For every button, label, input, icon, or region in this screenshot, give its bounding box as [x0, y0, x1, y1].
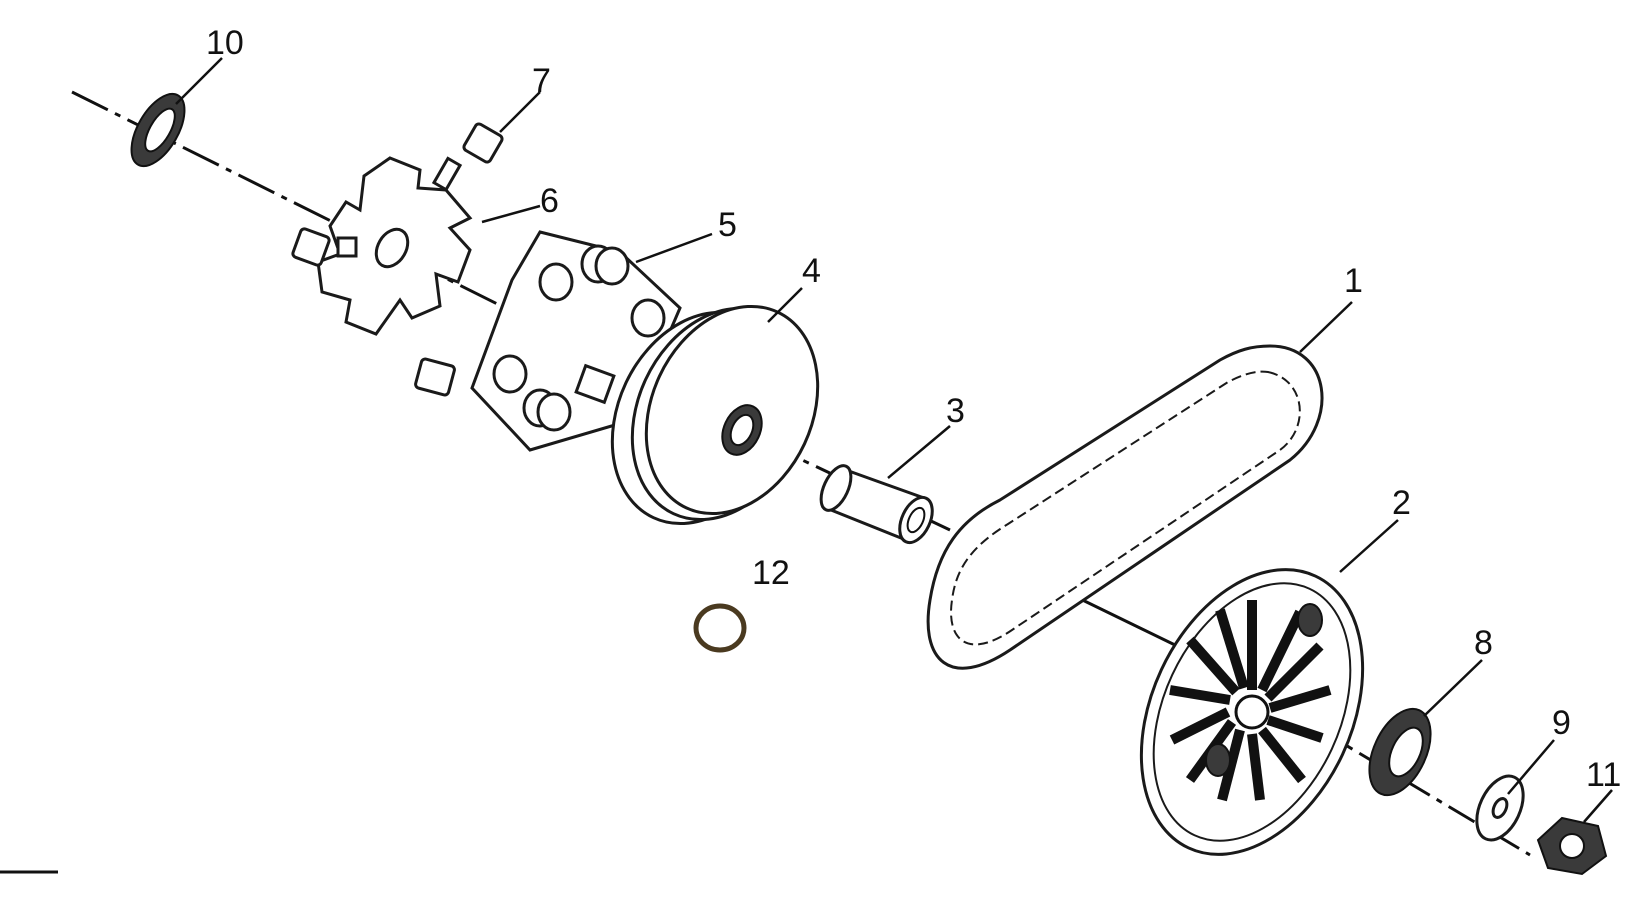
part-3-sleeve	[819, 464, 934, 545]
part-9-washer	[1475, 774, 1525, 842]
callout-12: 12	[752, 554, 790, 592]
part-12-o-ring	[693, 603, 747, 653]
callout-3: 3	[946, 392, 965, 430]
callout-4: 4	[802, 252, 821, 290]
part-4-drive-face	[610, 304, 820, 526]
callout-labels: 10 7 6 5 4 1 3 2 12 8 9 11	[206, 24, 1621, 794]
part-10-oil-seal	[130, 92, 186, 168]
part-7-slider	[462, 122, 504, 164]
callout-7: 7	[532, 62, 551, 100]
part-6-ramp-plate	[316, 156, 473, 336]
pulley-fins	[1169, 600, 1332, 802]
part-2-driven-pulley	[1139, 568, 1365, 856]
callout-2: 2	[1392, 484, 1411, 522]
callout-6: 6	[540, 182, 559, 220]
callout-5: 5	[718, 206, 737, 244]
part-11-hex-nut	[1536, 816, 1608, 876]
callout-1: 1	[1344, 262, 1363, 300]
callout-11: 11	[1586, 756, 1621, 794]
part-8-nut	[1368, 707, 1432, 797]
callout-8: 8	[1474, 624, 1493, 662]
slider-block	[291, 227, 456, 397]
leader-lines	[175, 57, 1613, 823]
weight-roller	[492, 244, 666, 432]
callout-10: 10	[206, 24, 244, 62]
part-1-drive-belt	[926, 344, 1324, 670]
callout-9: 9	[1552, 704, 1571, 742]
